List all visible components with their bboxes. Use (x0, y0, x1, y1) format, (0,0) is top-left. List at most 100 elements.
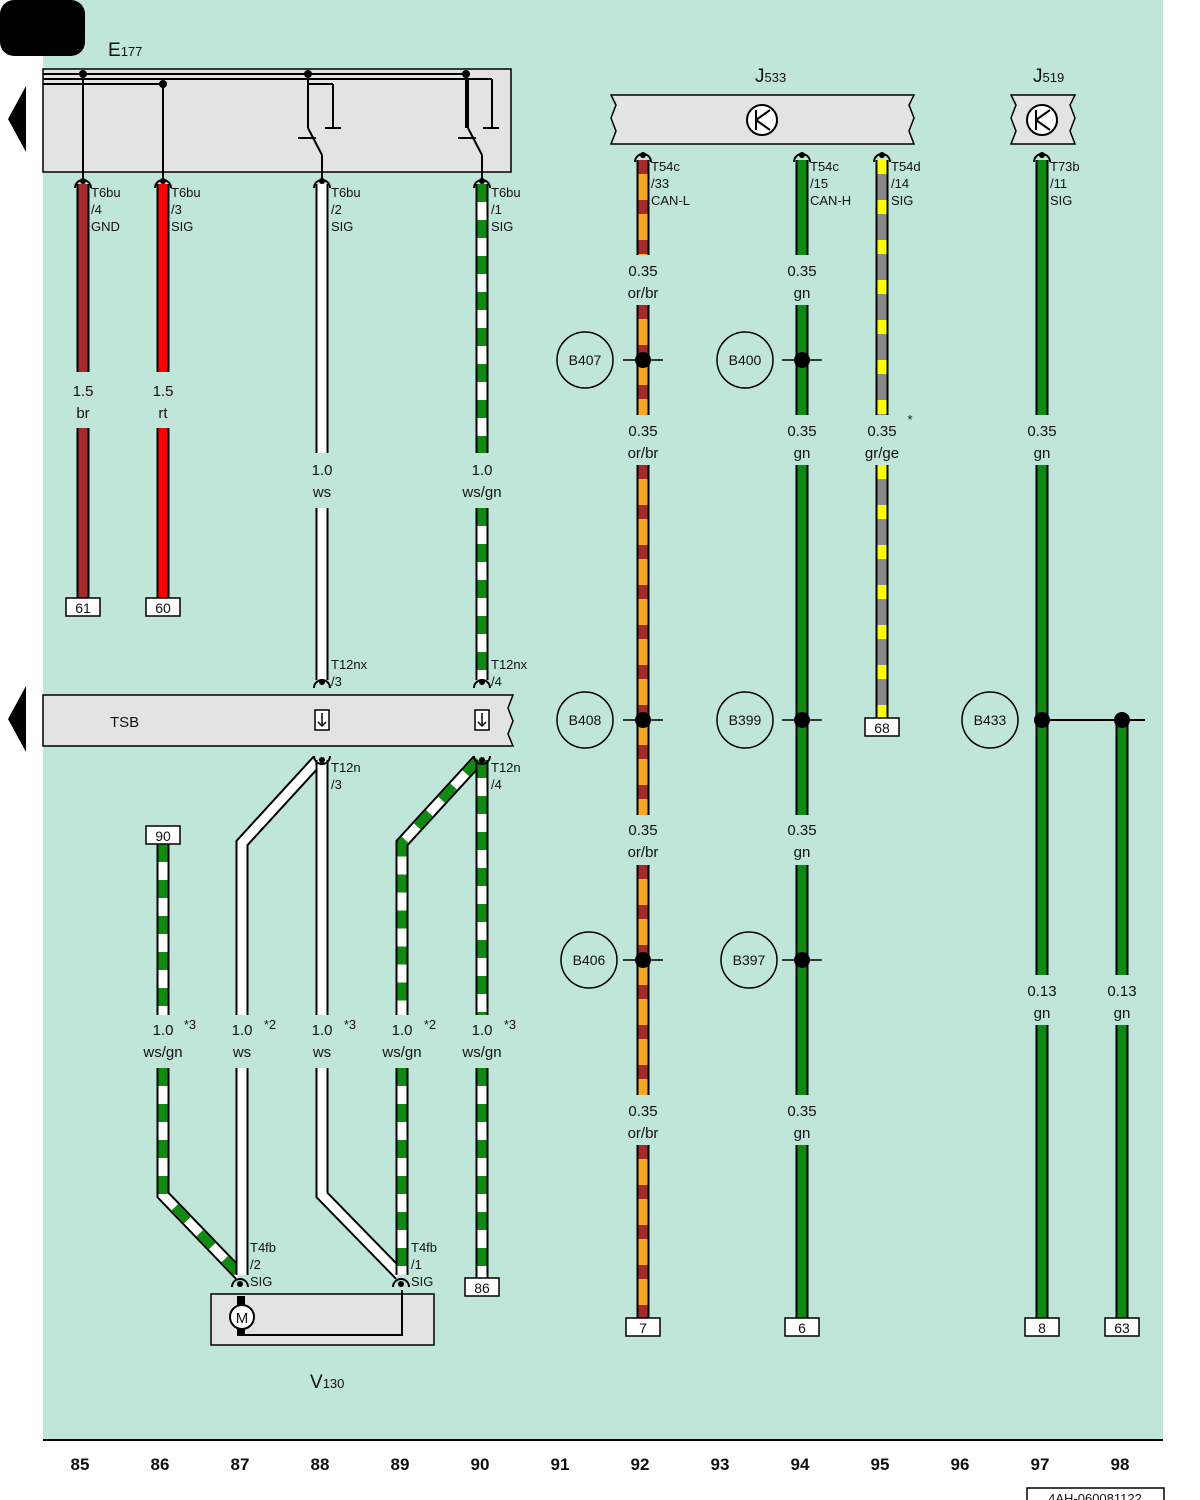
splice-circle (720, 931, 778, 989)
wire-size-label: 0.35 (787, 1103, 816, 1120)
splice-circle (716, 331, 774, 389)
connector-label: T54c (810, 159, 839, 174)
column-number: 95 (871, 1455, 890, 1474)
wire-color-label: or/br (628, 844, 659, 861)
wire-color-label: ws/gn (381, 1044, 421, 1061)
ref-box-label: 8 (1038, 1320, 1046, 1336)
j533-label: J533 (755, 66, 786, 87)
connector-label: T6bu (171, 185, 201, 200)
column-number: 87 (231, 1455, 250, 1474)
e177-label: E177 (108, 40, 142, 61)
connector-label: /33 (651, 176, 669, 191)
wire-footnote: *3 (504, 1017, 516, 1032)
generated-labels: T6bu/4GNDT6bu/3SIGT6bu/2SIGT6bu/1SIGT54c… (65, 159, 1140, 1337)
left-arrow-mid-icon (8, 686, 26, 752)
connector-label: /3 (331, 674, 342, 689)
wire-color-label: ws/gn (142, 1044, 182, 1061)
connector-label: T73b (1050, 159, 1080, 174)
connector-label: T54c (651, 159, 680, 174)
connector-label: /4 (491, 777, 502, 792)
connector-label: T6bu (491, 185, 521, 200)
splice-label: B400 (729, 352, 762, 368)
connector-label: SIG (250, 1274, 272, 1289)
connector-label: /4 (91, 202, 102, 217)
wire-color-label: ws (232, 1044, 251, 1061)
wires (76, 160, 1145, 1318)
ref-box-label: 7 (639, 1320, 647, 1336)
ref-box-label: 60 (155, 600, 171, 616)
ref-box-label: 68 (874, 720, 890, 736)
column-number: 85 (71, 1455, 90, 1474)
motor-symbol-label: M (236, 1310, 249, 1327)
ref-box (145, 597, 181, 617)
ref-box-label: 86 (474, 1280, 490, 1296)
connector-label: SIG (491, 219, 513, 234)
wire-footnote-star: * (907, 412, 912, 427)
connector-label: /1 (491, 202, 502, 217)
wire-color-label: or/br (628, 445, 659, 462)
column-number: 98 (1111, 1455, 1130, 1474)
splice-circle (560, 931, 618, 989)
wire-size-label: 0.35 (628, 1103, 657, 1120)
wire-size-label: 0.35 (1027, 423, 1056, 440)
connector-label: SIG (331, 219, 353, 234)
wire-size-label: 0.35 (787, 263, 816, 280)
ref-box-label: 6 (798, 1320, 806, 1336)
wire-size-label: 0.13 (1027, 983, 1056, 1000)
wire-size-label: 0.35 (787, 423, 816, 440)
connector-label: SIG (411, 1274, 433, 1289)
ref-box (1024, 1317, 1060, 1337)
wire-size-label: 1.5 (73, 383, 94, 400)
connector-label: /1 (411, 1257, 422, 1272)
column-number: 91 (551, 1455, 570, 1474)
connector-label: /3 (331, 777, 342, 792)
wire-size-label: 0.35 (628, 263, 657, 280)
connector-label: /15 (810, 176, 828, 191)
column-number: 96 (951, 1455, 970, 1474)
ref-box-label: 63 (1114, 1320, 1130, 1336)
connector-label: /11 (1050, 176, 1067, 191)
column-number: 97 (1031, 1455, 1050, 1474)
wire-color-label: br (76, 405, 89, 422)
connector-label: T4fb (250, 1240, 276, 1255)
j533-transistor-icon (746, 104, 778, 136)
connector-label: SIG (171, 219, 193, 234)
v130-label: V130 (310, 1372, 344, 1393)
wire-color-label: gr/ge (865, 445, 899, 462)
wire-size-label: 1.0 (312, 1022, 333, 1039)
wire-footnote: *2 (264, 1017, 276, 1032)
connector-label: T12n (491, 760, 521, 775)
splice-circle (556, 331, 614, 389)
connector-label: /2 (331, 202, 342, 217)
j519-label: J519 (1033, 66, 1064, 87)
motor-icon (229, 1304, 255, 1330)
ref-box (145, 825, 181, 845)
wire-footnote: *2 (424, 1017, 436, 1032)
wire-color-label: or/br (628, 1125, 659, 1142)
wire-color-label: gn (794, 844, 811, 861)
wire-color-label: ws (312, 1044, 331, 1061)
connector-label: GND (91, 219, 120, 234)
wire-color-label: gn (794, 285, 811, 302)
connector-label: CAN-H (810, 193, 851, 208)
splice-circle (961, 691, 1019, 749)
tsb-label: TSB (110, 714, 139, 731)
j519-transistor-icon (1026, 104, 1058, 136)
connector-label: T4fb (411, 1240, 437, 1255)
connector-label: /2 (250, 1257, 261, 1272)
connector-label: SIG (1050, 193, 1072, 208)
wire-color-label: gn (1034, 1005, 1051, 1022)
connector-label: T6bu (331, 185, 361, 200)
doc-number: 4AH-060081122 (1048, 1491, 1142, 1500)
wire-color-label: or/br (628, 285, 659, 302)
wire-size-label: 0.35 (867, 423, 896, 440)
connector-label: CAN-L (651, 193, 690, 208)
wire-size-label: 1.0 (472, 1022, 493, 1039)
splice-label: B397 (733, 952, 766, 968)
ref-box (864, 717, 900, 737)
column-number: 94 (791, 1455, 810, 1474)
ref-box (625, 1317, 661, 1337)
left-arrow-top-icon (8, 86, 26, 152)
tsb-connector-arrows (317, 713, 487, 728)
